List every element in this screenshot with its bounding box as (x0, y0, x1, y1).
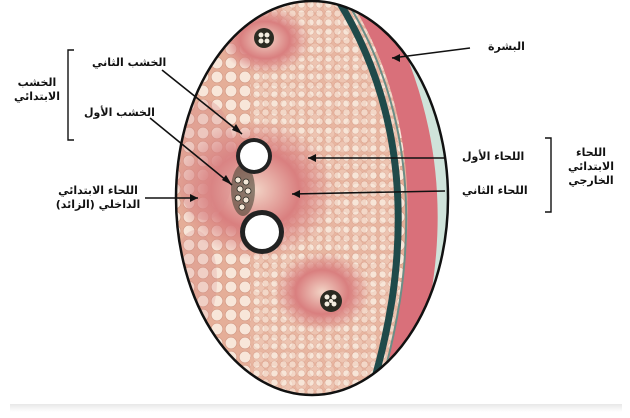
label-epidermis: البشرة (488, 40, 525, 54)
label-inner-primary-phloem: اللحاء الابتدائي الداخلي (الزائد) (52, 184, 144, 212)
label-protoxylem: الخشب الأول (84, 106, 155, 120)
label-primary-xylem-group: الخشب الابتدائي (8, 76, 66, 104)
label-outer-primary-phloem: اللحاء الابتدائي الخارجي (558, 146, 624, 188)
tissue-section (170, 0, 470, 418)
label-secondary-xylem: الخشب الثاني (92, 56, 166, 70)
label-metaphloem: اللحاء الثاني (462, 184, 528, 198)
label-protophloem: اللحاء الأول (462, 150, 524, 164)
